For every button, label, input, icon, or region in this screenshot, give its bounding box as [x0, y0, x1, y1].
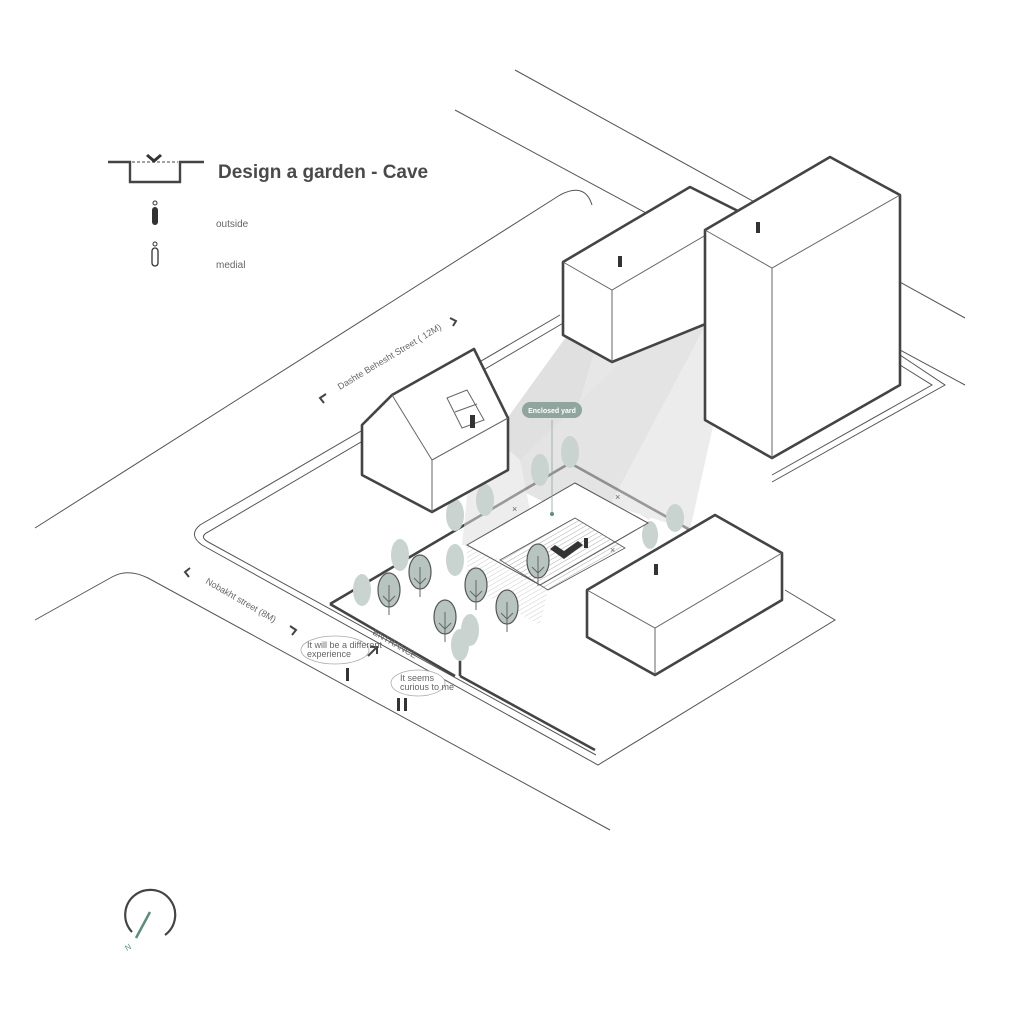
cave-heart-icon: [550, 541, 583, 559]
road-lines: [34, 69, 966, 831]
chevron-left-icon: [183, 567, 191, 578]
speech-bubble-1: It will be a different experience: [300, 635, 382, 681]
svg-text:outside: outside: [216, 219, 249, 230]
person-icon: [618, 256, 622, 267]
enclosed-yard-badge: Enclosed yard: [522, 402, 582, 418]
person-icon: [654, 564, 658, 575]
svg-text:N: N: [123, 942, 133, 953]
svg-text:medial: medial: [216, 260, 245, 271]
cave-section-icon: [108, 160, 204, 184]
person-icon: [397, 698, 400, 711]
svg-text:experience: experience: [307, 649, 351, 659]
speech-bubble-2: It seems curious to me: [390, 669, 454, 711]
svg-text:Enclosed yard: Enclosed yard: [528, 408, 576, 415]
person-outside-icon: [152, 200, 158, 225]
gabled-house: [360, 347, 510, 514]
chevron-right-icon: [289, 625, 298, 636]
direction-chevrons: [183, 317, 458, 657]
svg-text:It will be a different: It will be a different: [307, 640, 382, 650]
chevron-right-icon: [449, 317, 458, 327]
svg-text:It seems: It seems: [400, 673, 435, 683]
street-label-side: Nobakht street (8M): [204, 576, 278, 624]
trees-outlined: [377, 543, 550, 642]
person-icon: [756, 222, 760, 233]
person-icon: [584, 538, 588, 548]
person-medial-icon: [151, 241, 159, 267]
person-icon: [404, 698, 407, 711]
svg-text:curious to me: curious to me: [400, 682, 454, 692]
svg-text:×: ×: [610, 545, 615, 555]
diagram-title: Design a garden - Cave: [218, 162, 428, 183]
person-icon: [346, 668, 349, 681]
svg-text:×: ×: [615, 492, 620, 502]
north-compass-icon: N: [123, 888, 177, 953]
svg-text:×: ×: [512, 504, 517, 514]
building-low: [585, 513, 784, 677]
trees: [353, 436, 684, 661]
enclosed-yard: × × ×: [465, 420, 650, 625]
tower-building: [703, 155, 902, 460]
legend: Design a garden - Cave outside medial: [108, 154, 428, 271]
person-icon: [470, 415, 475, 428]
entrance-arrow-icon: [367, 646, 378, 657]
chevron-left-icon: [318, 393, 327, 404]
